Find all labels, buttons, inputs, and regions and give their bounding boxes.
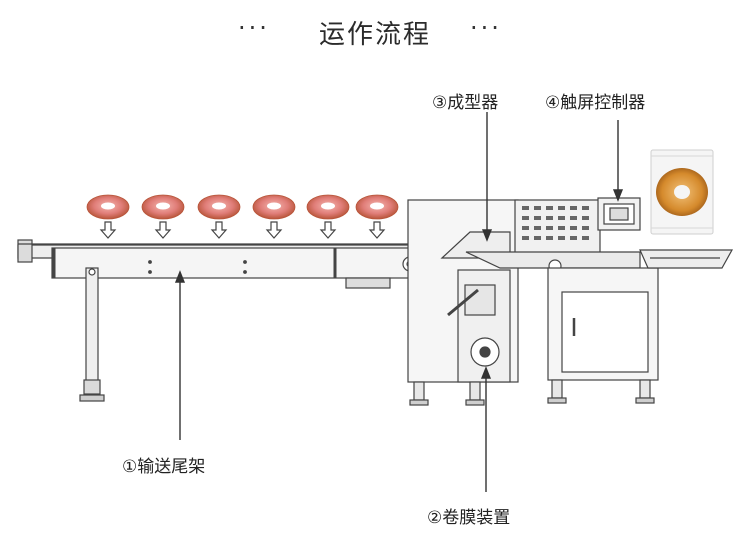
callout-conveyor: ①输送尾架 (122, 457, 206, 477)
callout-touchscreen: ④触屏控制器 (545, 93, 646, 113)
donut (141, 194, 185, 220)
donut (197, 194, 241, 220)
down-arrow-icon (154, 221, 172, 239)
donut (355, 194, 399, 220)
callout-film-unit: ②卷膜装置 (427, 508, 511, 528)
title-container: 运作流程 (0, 14, 750, 51)
down-arrow-icon (319, 221, 337, 239)
packaged-donut (650, 149, 714, 235)
down-arrow-icon (368, 221, 386, 239)
donut (86, 194, 130, 220)
title-dots-right: ··· (470, 14, 502, 42)
sealing-cabinet (547, 249, 734, 404)
film-unit (407, 199, 519, 406)
conveyor-frame (17, 239, 441, 402)
donut (252, 194, 296, 220)
touchscreen-controller (597, 197, 641, 231)
down-arrow-icon (99, 221, 117, 239)
callout-former: ③成型器 (432, 93, 499, 113)
down-arrow-icon (265, 221, 283, 239)
former-unit (440, 199, 641, 273)
donut (306, 194, 350, 220)
title-dots-left: ··· (238, 14, 270, 42)
down-arrow-icon (210, 221, 228, 239)
donut-row (86, 194, 399, 220)
feed-arrows (99, 221, 386, 239)
page-title: 运作流程 (318, 20, 431, 50)
